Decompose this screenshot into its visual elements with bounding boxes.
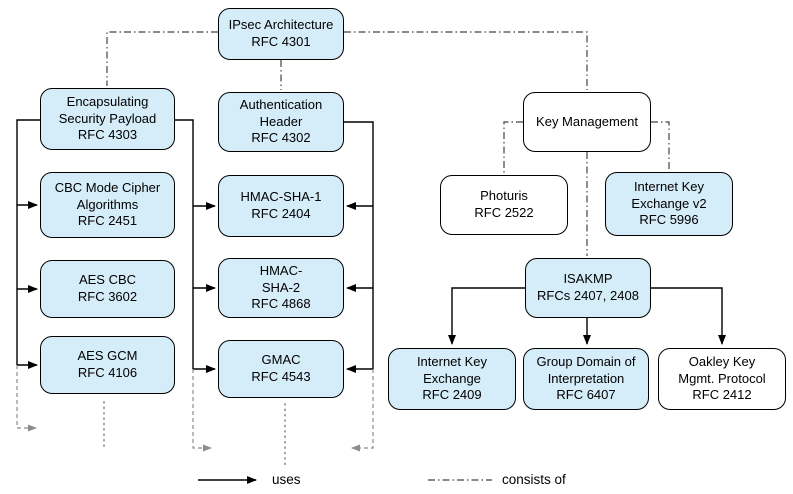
node-hmac-sha1-label: HMAC-SHA-1 RFC 2404 (240, 189, 322, 221)
node-cbc-label: CBC Mode Cipher Algorithms RFC 2451 (54, 180, 161, 229)
uses-rails (16, 119, 374, 369)
node-hmac-sha-2: HMAC- SHA-2 RFC 4868 (218, 258, 344, 318)
node-esp-label: Encapsulating Security Payload RFC 4303 (58, 94, 157, 143)
continuation-right-rail (351, 369, 374, 452)
node-aes-cbc-label: AES CBC RFC 3602 (77, 272, 138, 304)
continuation-middle-rail (192, 369, 212, 452)
node-isakmp: ISAKMP RFCs 2407, 2408 (525, 258, 651, 318)
node-encapsulating-security-payload: Encapsulating Security Payload RFC 4303 (40, 88, 175, 150)
node-ipsec-architecture: IPsec Architecture RFC 4301 (218, 8, 344, 60)
node-key-management: Key Management (523, 92, 651, 152)
edge-keymgmt-ikev2 (651, 121, 670, 170)
node-ipsec-architecture-label: IPsec Architecture RFC 4301 (228, 17, 334, 49)
node-hmac-sha-1: HMAC-SHA-1 RFC 2404 (218, 175, 344, 237)
node-aes-gcm-label: AES GCM RFC 4106 (77, 348, 138, 380)
edge-keymgmt-photuris (503, 121, 523, 173)
legend-consists-of-label: consists of (502, 472, 566, 487)
node-group-domain-of-interpretation: Group Domain of Interpretation RFC 6407 (523, 348, 649, 410)
esp-auth-rail (175, 119, 194, 369)
node-aes-cbc: AES CBC RFC 3602 (40, 260, 175, 318)
node-internet-key-exchange: Internet Key Exchange RFC 2409 (388, 348, 516, 410)
continuation-edges (16, 365, 374, 467)
node-oakley-key-mgmt-protocol: Oakley Key Mgmt. Protocol RFC 2412 (658, 348, 786, 410)
node-photuris: Photuris RFC 2522 (440, 175, 568, 235)
edge-ipsec-esp (106, 31, 218, 86)
node-oakley-label: Oakley Key Mgmt. Protocol RFC 2412 (678, 354, 766, 403)
node-aes-gcm: AES GCM RFC 4106 (40, 336, 175, 394)
node-key-management-label: Key Management (536, 113, 638, 129)
node-gmac-label: GMAC RFC 4543 (251, 352, 311, 384)
node-isakmp-label: ISAKMP RFCs 2407, 2408 (537, 271, 639, 303)
node-gdoi-label: Group Domain of Interpretation RFC 6407 (536, 354, 636, 403)
node-hmac-sha2-label: HMAC- SHA-2 RFC 4868 (251, 263, 311, 312)
ah-auth-rail (344, 121, 374, 369)
continuation-left-rail (16, 365, 37, 432)
edge-isakmp-oakley (651, 287, 726, 345)
uses-edges (17, 201, 726, 484)
node-internet-key-exchange-v2: Internet Key Exchange v2 RFC 5996 (605, 172, 733, 236)
node-authentication-header: Authentication Header RFC 4302 (218, 92, 344, 152)
edge-isakmp-ike (448, 287, 525, 345)
legend-uses-label: uses (272, 472, 301, 487)
node-gmac: GMAC RFC 4543 (218, 340, 344, 398)
node-photuris-label: Photuris RFC 2522 (474, 188, 534, 220)
edge-ipsec-keymgmt (344, 31, 588, 90)
esp-encryption-rail (16, 119, 40, 365)
node-ah-label: Authentication Header RFC 4302 (239, 97, 323, 146)
node-ike-label: Internet Key Exchange RFC 2409 (416, 354, 488, 403)
node-ikev2-label: Internet Key Exchange v2 RFC 5996 (631, 179, 707, 228)
consists-of-edges (106, 31, 670, 481)
node-cbc-mode-cipher-algorithms: CBC Mode Cipher Algorithms RFC 2451 (40, 172, 175, 238)
